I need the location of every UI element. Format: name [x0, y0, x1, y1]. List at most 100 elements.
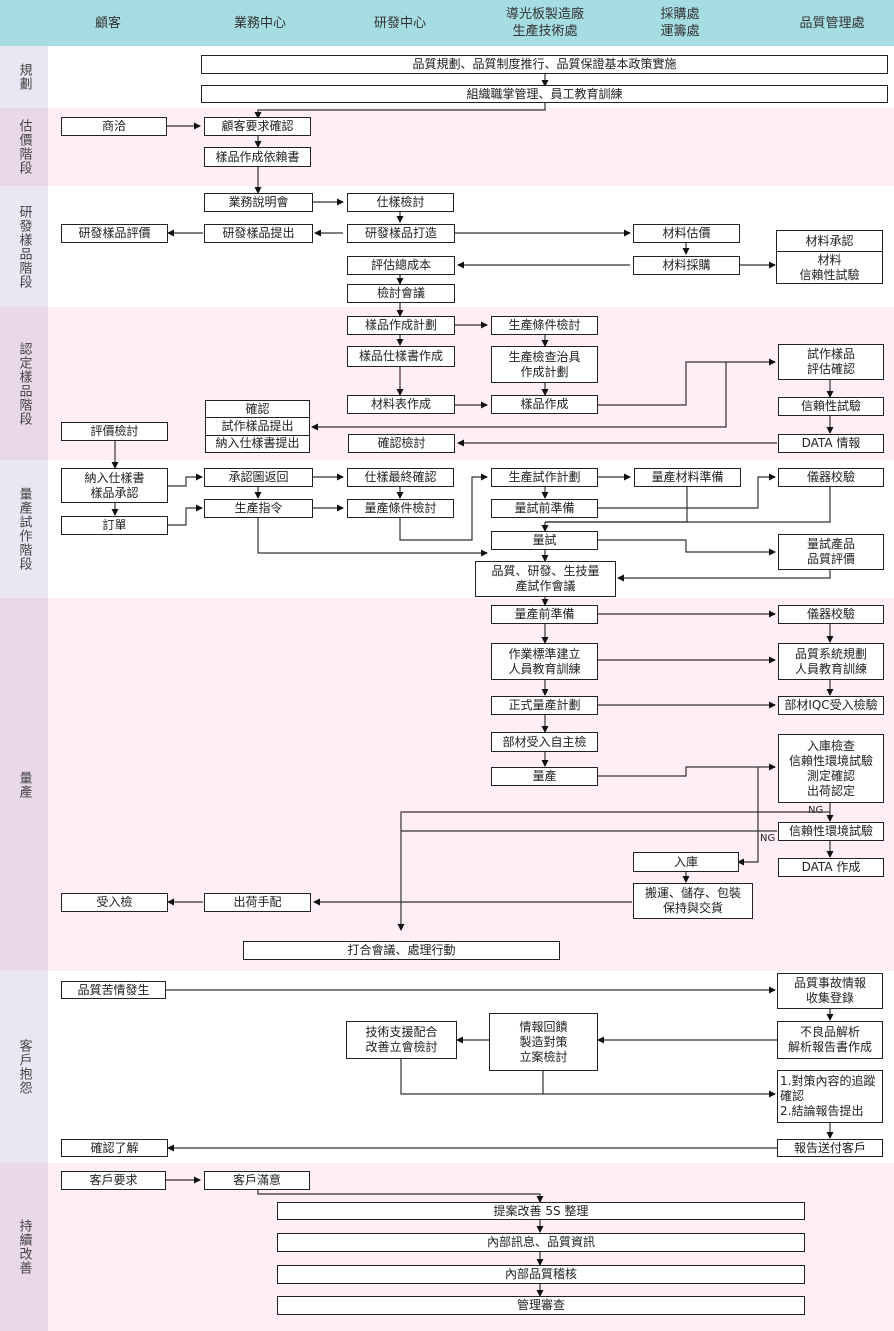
box-org-training: 組織職掌管理、員工教育訓練: [201, 85, 888, 103]
column-sales: 業務中心: [233, 15, 286, 31]
box-defect-analysis: 不良品解析 解析報告書作成: [777, 1021, 883, 1059]
box-spec-final: 仕樣最終確認: [347, 468, 454, 487]
box-data-make: DATA 作成: [778, 858, 884, 877]
box-trial-eval: 試作樣品 評估確認: [778, 344, 884, 380]
box-tech-support: 技術支援配合 改善立會檢討: [346, 1021, 457, 1059]
arrow: [254, 102, 546, 119]
box-mass-production: 量產: [491, 767, 598, 786]
box-customer-satisfied: 客戶滿意: [204, 1171, 310, 1190]
box-work-standard: 作業標準建立 人員教育訓練: [491, 643, 598, 680]
box-confirm-understand: 確認了解: [61, 1139, 168, 1157]
box-bom: 材料表作成: [347, 395, 455, 414]
box-jig-plan: 生產檢查治具 作成計劃: [491, 346, 598, 383]
box-mass-material: 量產材料準備: [634, 468, 741, 487]
box-feedback: 情報回饋 製造對策 立案檢討: [489, 1013, 598, 1071]
box-rd-sample-build: 研發樣品打造: [347, 224, 455, 243]
box-rd-sample-eval: 研發樣品評價: [61, 224, 168, 243]
phase-planning: 規劃: [0, 46, 48, 108]
box-quality-policy: 品質規劃、品質制度推行、品質保證基本政策實施: [201, 55, 888, 74]
box-env-test: 信賴性環境試驗: [778, 822, 884, 841]
ng-label: NG: [760, 833, 776, 844]
box-production-order: 生產指令: [204, 499, 313, 518]
box-review-meeting: 檢討會議: [347, 284, 455, 303]
arrow: [598, 358, 776, 406]
box-condition-review: 生產條件檢討: [491, 316, 598, 335]
box-trial-meeting: 品質、研發、生技量 產試作會議: [475, 561, 616, 597]
box-material-estimate: 材料估價: [633, 224, 740, 243]
box-complaint-occur: 品質苦情發生: [61, 981, 166, 999]
phase-rd-sample: 研發樣品階段: [0, 186, 48, 307]
box-internal-audit: 內部品質稽核: [277, 1265, 805, 1284]
column-purchasing: 採購處 運籌處: [660, 7, 700, 39]
box-report-to-customer: 報告送付客戶: [777, 1139, 883, 1157]
phase-improve: 持續改善: [0, 1163, 48, 1331]
phase-estimate: 估價階段: [0, 108, 48, 186]
swimlane-header: 顧客 業務中心 研發中心 導光板製造廠 生產技術處 採購處 運籌處 品質管理處: [0, 0, 894, 46]
arrow: [168, 473, 203, 487]
box-confirm-requirements: 顧客要求確認: [204, 117, 311, 136]
phase-mass: 量產: [0, 598, 48, 971]
column-rd: 研發中心: [373, 15, 426, 31]
box-material-approval: 材料承認 材料 信賴性試驗: [776, 230, 883, 284]
box-proposal-5s: 提案改善 5S 整理: [277, 1202, 805, 1220]
box-briefing: 業務說明會: [204, 193, 313, 212]
arrow: [598, 763, 776, 777]
ng-label: NG: [808, 805, 824, 816]
box-drawing-return: 承認圖返回: [204, 468, 313, 487]
box-trial: 量試: [491, 531, 598, 550]
arrow: [598, 473, 776, 509]
material-approval-label: 材料承認: [805, 233, 854, 248]
box-pre-mass: 量產前準備: [491, 605, 598, 624]
box-reliability-test: 信賴性試驗: [778, 397, 884, 416]
box-mass-condition: 量產條件檢討: [347, 499, 454, 518]
box-self-check: 部材受入自主檢: [491, 732, 598, 752]
box-incident-collect: 品質事故情報 收集登錄: [777, 973, 883, 1009]
arrow: [617, 569, 831, 582]
arrow: [168, 504, 203, 526]
column-quality: 品質管理處: [799, 15, 865, 31]
arrow: [737, 767, 759, 866]
box-negotiate: 商洽: [61, 117, 167, 136]
box-mass-instrument: 儀器校驗: [778, 605, 884, 624]
arrow: [598, 539, 776, 556]
box-warehouse: 入庫: [633, 852, 739, 872]
box-sample-plan: 樣品作成計劃: [347, 316, 455, 335]
box-shipping: 出荷手配: [204, 893, 311, 912]
box-material-purchase: 材料採購: [633, 256, 740, 275]
box-inspection: 入庫檢查 信賴性環境試驗 測定確認 出荷認定: [778, 734, 884, 803]
box-logistics: 搬運、儲存、包裝 保持與交貨: [633, 883, 753, 919]
phase-pilot: 量產試作階段: [0, 460, 48, 598]
box-rd-sample-submit: 研發樣品提出: [204, 224, 313, 243]
box-customer-request: 客戶要求: [61, 1171, 166, 1190]
phase-complaint: 客戶抱怨: [0, 971, 48, 1163]
box-receive-inspection: 受入檢: [61, 893, 168, 912]
box-order: 訂單: [61, 516, 168, 535]
column-production: 導光板製造廠 生產技術處: [505, 7, 584, 39]
box-spec-review: 仕樣檢討: [347, 193, 454, 212]
trial-sample-submit-label: 試作樣品提出: [206, 417, 309, 434]
box-confirm-stack: 確認 試作樣品提出 納入仕樣書提出: [205, 400, 310, 453]
box-spec-approval: 納入仕樣書 樣品承認: [61, 468, 168, 503]
box-followup: 1.對策內容的追蹤 確認 2.結論報告提出: [777, 1070, 883, 1123]
box-total-cost: 評估總成本: [347, 256, 455, 275]
box-trial-quality: 量試產品 品質評價: [778, 534, 884, 570]
line: [545, 486, 831, 523]
phase-approval-sample: 認定樣品階段: [0, 307, 48, 460]
confirm-label: 確認: [245, 401, 270, 416]
column-customer: 顧客: [94, 15, 121, 31]
box-management-review: 管理審查: [277, 1296, 805, 1315]
box-trial-plan: 生產試作計劃: [491, 468, 598, 487]
box-pre-trial: 量試前準備: [491, 499, 598, 518]
arrow: [399, 473, 488, 541]
box-sample-spec: 樣品仕樣書作成: [347, 346, 455, 367]
arrow: [397, 811, 830, 931]
box-internal-info: 內部訊息、品質資訊: [277, 1233, 805, 1252]
box-sample-make: 樣品作成: [491, 395, 598, 414]
box-data-report: DATA 情報: [778, 434, 884, 453]
band-complaint: [0, 971, 894, 1163]
arrow: [400, 1058, 776, 1098]
arrow: [257, 517, 488, 557]
arrow: [257, 1189, 544, 1203]
material-reliability-label: 材料 信賴性試驗: [777, 251, 882, 283]
